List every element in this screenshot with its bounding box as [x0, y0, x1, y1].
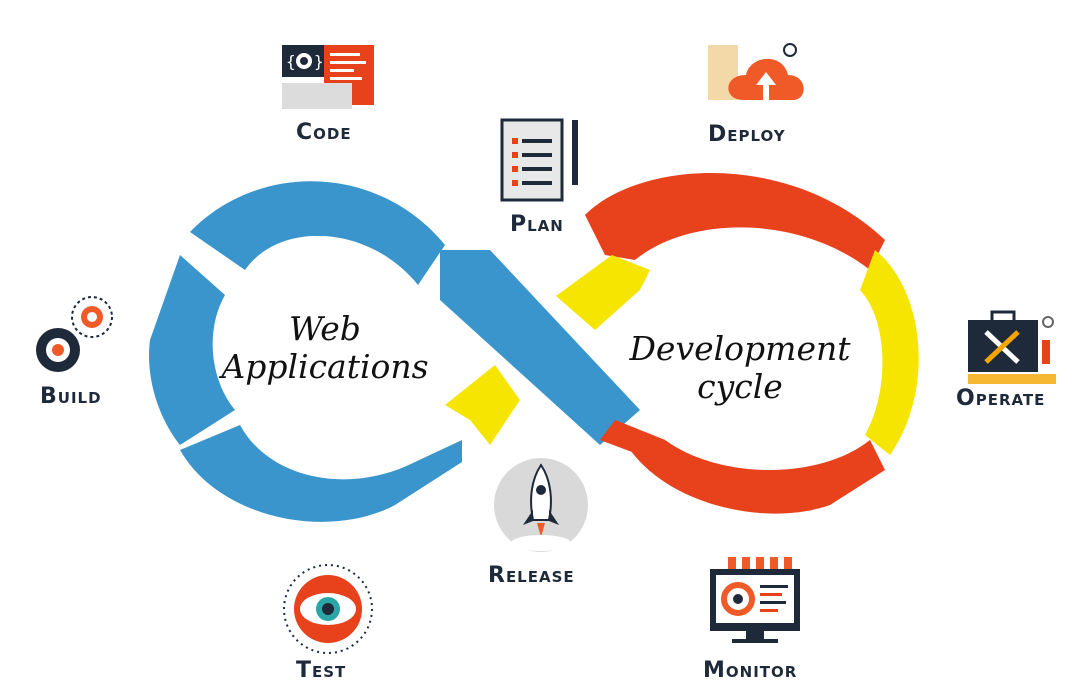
- right-hole: [645, 270, 875, 450]
- blue-arrow-left: [149, 255, 235, 445]
- stage-label-monitor: Monitor: [703, 658, 798, 683]
- stage-label-code: Code: [296, 120, 352, 145]
- operate-icon: [968, 310, 1056, 384]
- right-loop-line1: Development: [629, 329, 851, 368]
- stage-label-plan: Plan: [510, 212, 564, 237]
- stage-label-build: Build: [40, 384, 102, 409]
- yellow-arrow-right: [860, 250, 919, 455]
- monitor-icon: [710, 557, 800, 643]
- left-loop-line2: Applications: [221, 347, 429, 386]
- red-arc-bottom: [615, 420, 885, 514]
- svg-text:{: {: [286, 52, 296, 71]
- stage-label-deploy: Deploy: [708, 122, 786, 147]
- code-icon: { }: [282, 45, 374, 109]
- yellow-arrow-bottom: [445, 365, 520, 445]
- yellow-arrow-top: [556, 255, 650, 330]
- red-arc-top: [585, 172, 885, 270]
- blue-arc-bottom: [180, 425, 462, 522]
- test-icon: [283, 564, 373, 654]
- build-icon: [36, 296, 113, 372]
- left-loop: [149, 181, 640, 522]
- left-loop-title: Web Applications: [215, 310, 435, 386]
- yellow-arrows: [445, 250, 919, 455]
- right-loop-line2: cycle: [697, 367, 783, 406]
- stage-label-operate: Operate: [956, 386, 1046, 411]
- left-loop-line1: Web: [289, 309, 361, 348]
- svg-text:}: }: [314, 52, 324, 71]
- deploy-icon: [708, 43, 804, 102]
- stage-label-test: Test: [296, 658, 347, 683]
- blue-diagonal-band: [440, 250, 640, 445]
- red-arc-left: [600, 420, 665, 455]
- release-icon: [494, 458, 588, 552]
- right-loop: [585, 172, 885, 514]
- right-loop-title: Development cycle: [625, 330, 855, 406]
- stage-label-release: Release: [488, 563, 575, 588]
- plan-icon: [500, 118, 578, 202]
- blue-arc-top: [190, 181, 445, 285]
- left-hole: [215, 260, 425, 440]
